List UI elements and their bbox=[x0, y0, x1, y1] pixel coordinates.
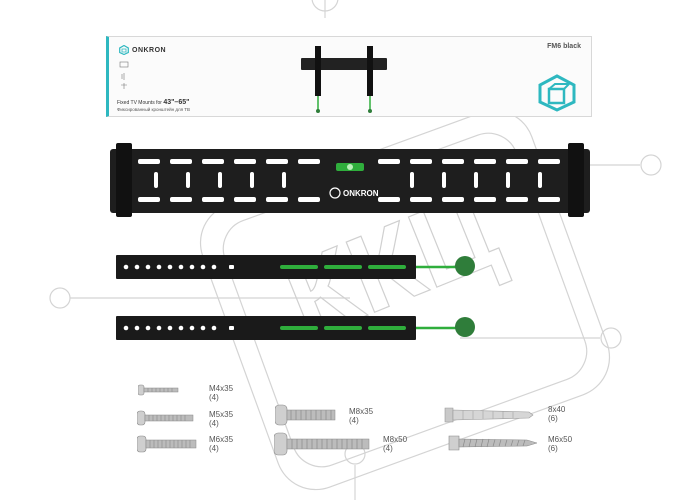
package-size-prefix: Fixed TV Mounts for bbox=[117, 100, 162, 106]
hw-qty: (4) bbox=[383, 444, 393, 453]
hw-qty: (4) bbox=[349, 416, 359, 425]
hw-qty: (4) bbox=[209, 419, 219, 428]
plate-logo-icon bbox=[329, 187, 341, 199]
screw-m4x35 bbox=[138, 384, 179, 396]
package-size-sub: Фиксированный кронштейн для ТВ bbox=[117, 107, 191, 112]
hw-size: 8x40 bbox=[548, 405, 566, 414]
hw-label-m6x35: M6x35 (4) bbox=[209, 435, 233, 453]
hw-size: M6x50 bbox=[548, 435, 573, 444]
hw-label-m5x35: M5x35 (4) bbox=[209, 410, 233, 428]
hw-size: M8x35 bbox=[349, 407, 374, 416]
wall-plate: ONKRON bbox=[110, 143, 590, 217]
hw-qty: (4) bbox=[209, 444, 219, 453]
hw-qty: (6) bbox=[548, 444, 558, 453]
spec-icons bbox=[119, 61, 129, 89]
hw-qty: (4) bbox=[209, 393, 219, 402]
package-size-line: Fixed TV Mounts for 43"–65" bbox=[117, 99, 189, 106]
onkron-logo-icon bbox=[119, 45, 129, 55]
package-model: FM6 black bbox=[547, 43, 581, 50]
package-brand: ONKRON bbox=[119, 45, 166, 55]
hw-label-m4x35: M4x35 (4) bbox=[209, 384, 233, 402]
hw-size: M6x35 bbox=[209, 435, 234, 444]
hw-size: M5x35 bbox=[209, 410, 234, 419]
hw-qty: (6) bbox=[548, 414, 558, 423]
screw-m8x35 bbox=[275, 404, 336, 426]
package-cube-icon bbox=[538, 74, 576, 112]
vertical-arm-1 bbox=[116, 255, 475, 279]
screw-m8x50 bbox=[274, 432, 370, 456]
arm-2-marker bbox=[455, 317, 475, 337]
hw-label-anchor-8x40: 8x40 (6) bbox=[548, 405, 565, 423]
hw-label-m6x50: M6x50 (6) bbox=[548, 435, 572, 453]
screw-m6x35 bbox=[137, 435, 197, 453]
plate-brand: ONKRON bbox=[343, 189, 379, 198]
hw-label-m8x35: M8x35 (4) bbox=[349, 407, 373, 425]
package-size-range: 43"–65" bbox=[163, 99, 190, 106]
package-brand-name: ONKRON bbox=[132, 46, 167, 54]
vertical-arm-2 bbox=[116, 316, 475, 340]
mount-illustration bbox=[301, 46, 387, 113]
wall-anchor-8x40 bbox=[444, 407, 534, 423]
wood-screw-m6x50 bbox=[448, 435, 538, 451]
hw-label-m8x50: M8x50 (4) bbox=[383, 435, 407, 453]
product-package: ONKRON Fixed TV Mounts for 43"–65" Фикси… bbox=[106, 36, 592, 117]
hw-size: M4x35 bbox=[209, 384, 234, 393]
hw-size: M8x50 bbox=[383, 435, 408, 444]
screw-m5x35 bbox=[137, 410, 194, 426]
arm-1-marker bbox=[455, 256, 475, 276]
